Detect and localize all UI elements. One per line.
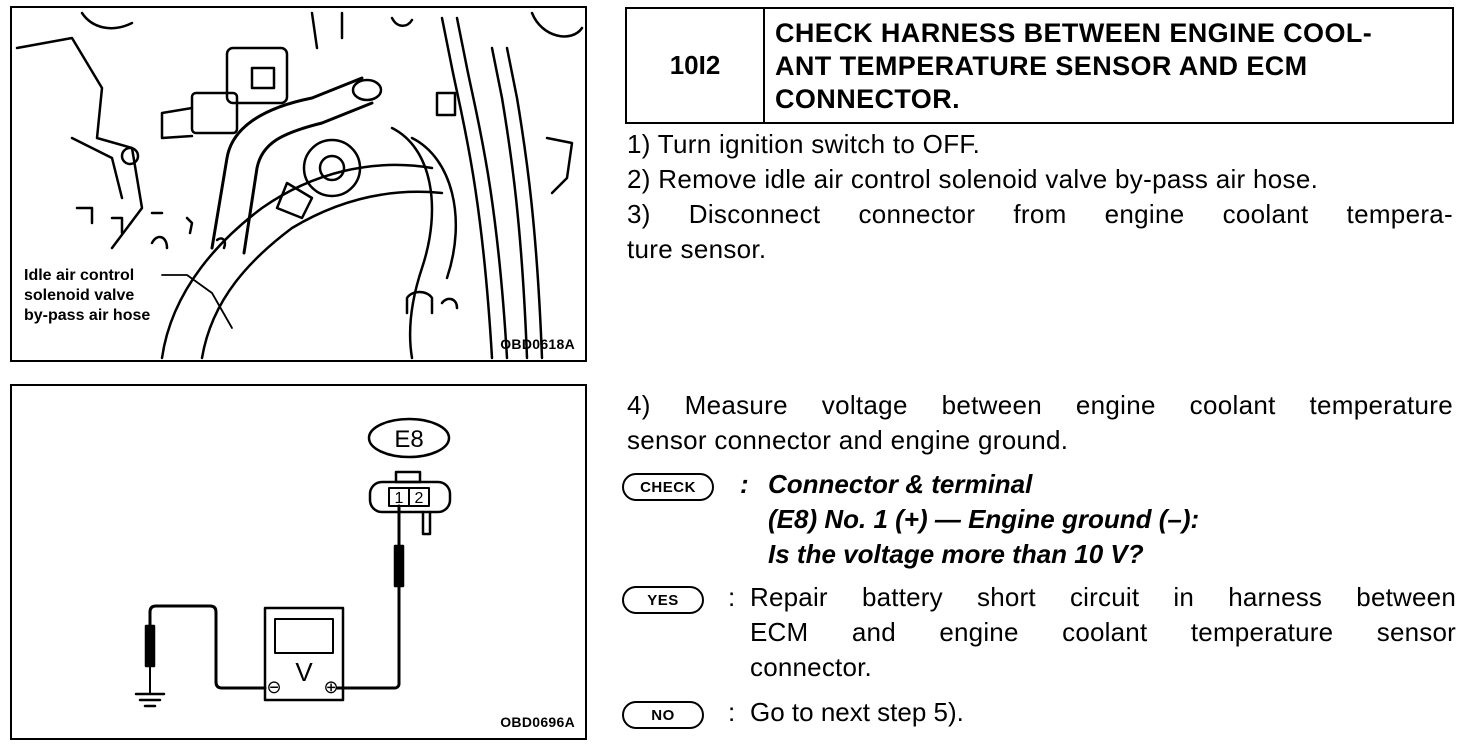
negative-lead <box>148 604 267 690</box>
instructions-bottom: 4) Measure voltage between engine coolan… <box>627 388 1453 458</box>
instruction-3: 3) Disconnect connector from engine cool… <box>627 199 1453 229</box>
check-line-1: Connector & terminal <box>768 469 1033 499</box>
check-colon: : <box>740 469 749 499</box>
no-badge: NO <box>622 701 704 729</box>
check-line-2: (E8) No. 1 (+) — Engine ground (–): <box>768 504 1200 534</box>
step-title-line-2: ANT TEMPERATURE SENSOR AND ECM <box>775 51 1308 81</box>
instruction-4-cont: sensor connector and engine ground. <box>627 425 1069 455</box>
hose-callout: Idle air control solenoid valve by-pass … <box>24 266 150 326</box>
pin-2-label: 2 <box>415 490 424 507</box>
positive-probe <box>393 544 405 588</box>
step-number: 10I2 <box>627 9 765 122</box>
yes-line-3: connector. <box>750 652 872 682</box>
engine-bay-figure: Idle air control solenoid valve by-pass … <box>10 6 587 362</box>
connector-id-text: E8 <box>394 426 423 453</box>
meter-plus-terminal: ⊕ <box>323 677 338 698</box>
yes-badge: YES <box>622 586 704 614</box>
callout-line-2: solenoid valve <box>24 287 135 304</box>
check-line-3: Is the voltage more than 10 V? <box>768 539 1144 569</box>
check-badge: CHECK <box>622 473 714 501</box>
figure-code: OBD0696A <box>500 714 575 730</box>
instruction-4: 4) Measure voltage between engine coolan… <box>627 390 1453 420</box>
no-text: Go to next step 5). <box>750 695 964 730</box>
voltmeter-circuit-drawing: E8 1 2 V ⊖ ⊕ <box>134 417 452 708</box>
instruction-3-cont: ture sensor. <box>627 234 767 264</box>
instructions-top: 1) Turn ignition switch to OFF. 2) Remov… <box>627 127 1453 267</box>
negative-probe <box>144 624 156 668</box>
pin-1-label: 1 <box>395 490 404 507</box>
instruction-1: 1) Turn ignition switch to OFF. <box>627 129 981 159</box>
no-colon: : <box>728 697 736 727</box>
instruction-2: 2) Remove idle air control solenoid valv… <box>627 164 1319 194</box>
connector-e8 <box>368 480 452 514</box>
yes-line-2: ECM and engine coolant temperature senso… <box>750 617 1456 647</box>
connector-id-oval <box>367 417 451 459</box>
meter-unit-label: V <box>295 657 313 687</box>
step-title: CHECK HARNESS BETWEEN ENGINE COOL- ANT T… <box>765 9 1452 122</box>
yes-line-1: Repair battery short circuit in harness … <box>750 582 1456 612</box>
voltmeter-figure: E8 1 2 V ⊖ ⊕ OBD0696A <box>10 384 587 740</box>
ground-symbol <box>134 692 166 708</box>
figure-code: OBD0618A <box>500 336 575 352</box>
voltmeter <box>263 606 345 702</box>
yes-text: Repair battery short circuit in harness … <box>750 580 1456 685</box>
meter-minus-terminal: ⊖ <box>266 677 281 698</box>
engine-bay-drawing <box>15 11 584 360</box>
check-text: Connector & terminal (E8) No. 1 (+) — En… <box>768 467 1199 572</box>
callout-line-3: by-pass air hose <box>24 307 151 324</box>
callout-line-1: Idle air control <box>24 267 135 284</box>
step-title-line-1: CHECK HARNESS BETWEEN ENGINE COOL- <box>775 18 1373 48</box>
yes-colon: : <box>728 582 736 612</box>
step-header: 10I2 CHECK HARNESS BETWEEN ENGINE COOL- … <box>625 7 1454 124</box>
no-line-1: Go to next step 5). <box>750 697 964 727</box>
step-title-line-3: CONNECTOR. <box>775 84 961 114</box>
